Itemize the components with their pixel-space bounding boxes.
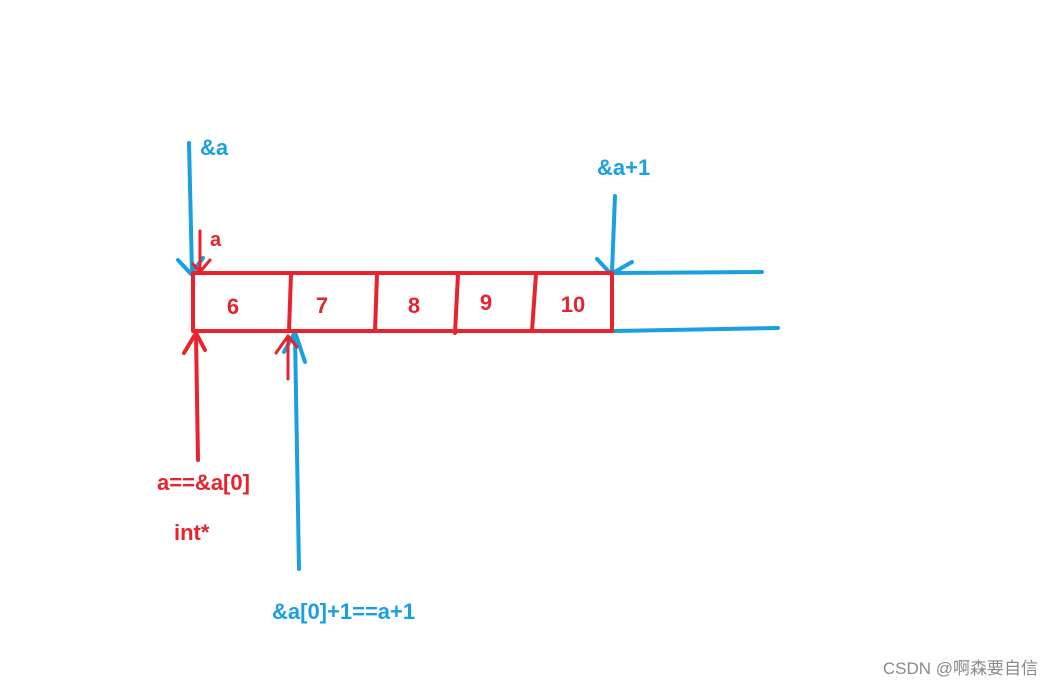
label-array-name: a — [210, 229, 222, 251]
array-cell-0: 6 — [227, 294, 239, 319]
cell-divider-2 — [373, 272, 379, 333]
array-cell-3: 9 — [480, 290, 492, 315]
label-addr-array: &a — [200, 135, 229, 160]
cell-divider-1 — [287, 272, 293, 333]
array-cell-2: 8 — [408, 293, 420, 318]
array-name-arrow-head — [191, 258, 212, 274]
array-equals-first-arrow-head — [182, 331, 207, 355]
first-plus-one-arrow-shaft — [293, 333, 301, 571]
array-box-outline — [191, 271, 614, 333]
label-array-equals-first: a==&a[0] — [157, 470, 250, 495]
cell-divider-3 — [453, 272, 460, 335]
watermark-text: CSDN @啊森要自信 — [883, 659, 1038, 678]
label-element-pointer-type: int* — [174, 520, 210, 545]
label-first-plus-one: &a[0]+1==a+1 — [272, 599, 415, 624]
array-cell-1: 7 — [316, 293, 328, 318]
cell-divider-4 — [530, 272, 538, 333]
array-cell-4: 10 — [561, 292, 585, 317]
second-element-arrow-head — [274, 334, 299, 355]
addr-array-plus-one-arrow-shaft — [610, 194, 617, 274]
array-equals-first-arrow-shaft — [194, 332, 200, 462]
next-memory-bottom-line — [610, 326, 780, 333]
addr-array-arrow-shaft — [187, 141, 194, 274]
next-memory-top-line — [612, 270, 764, 275]
label-addr-array-plus-one: &a+1 — [597, 155, 650, 180]
